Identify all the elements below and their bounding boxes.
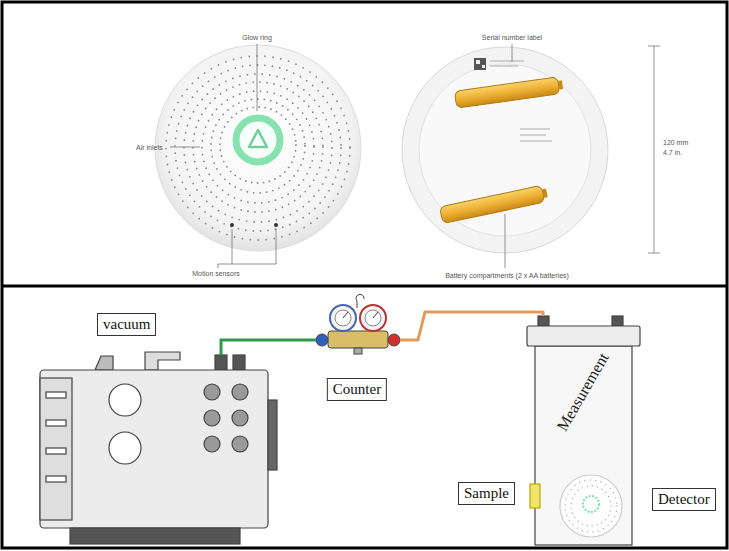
motion-sensor [274, 223, 278, 227]
logo [249, 130, 267, 147]
fine-print [520, 134, 546, 136]
motion-sensor [230, 223, 234, 227]
fine-print [520, 140, 552, 142]
hose-connector [404, 312, 543, 340]
detector-label: Detector [652, 488, 716, 511]
part-label: Motion sensors [192, 269, 239, 278]
monitor-disc [155, 45, 361, 251]
fine-print [520, 128, 550, 130]
part-label: 4.7 in. [663, 148, 682, 157]
fine-print [490, 65, 518, 67]
vacuum-pump-drawing [40, 352, 277, 544]
part-label: 120 mm [663, 138, 688, 147]
back-inner [419, 64, 591, 236]
hose [400, 339, 404, 342]
hose-connector [275, 339, 310, 342]
chamber-drawing [527, 316, 640, 545]
dimension-line [648, 46, 660, 253]
aa-battery [439, 185, 548, 224]
sample-label: Sample [458, 482, 515, 505]
serial-code [474, 58, 486, 70]
leader-lines [170, 44, 512, 268]
monitor-front [155, 45, 361, 251]
air-inlet-dots [166, 56, 350, 240]
aa-battery [454, 76, 563, 108]
hose [310, 339, 316, 342]
part-label: Serial number label [482, 33, 542, 42]
part-label: Battery compartments (2 x AA batteries) [445, 271, 569, 280]
part-label: vacuum [97, 313, 156, 336]
part-label: Glow ring [242, 33, 272, 42]
fine-print [490, 60, 524, 62]
vacuum-pump: vacuum [35, 305, 275, 548]
hose [221, 340, 275, 355]
manifold-gauge: Counter [310, 296, 404, 406]
part-label: Air inlets [136, 143, 163, 152]
serial-code [476, 60, 480, 64]
serial-code [482, 65, 485, 68]
panel-divider [2, 285, 727, 288]
manifold-gauge-drawing [316, 294, 400, 354]
measurement-chamber: Measurement [527, 316, 640, 547]
chamber-label: Measurement [553, 350, 612, 434]
glow-ring [236, 118, 280, 162]
ring-backing [231, 113, 285, 167]
part-label: Sample [464, 485, 509, 501]
part-label: Counter [327, 378, 387, 401]
part-label: Detector [658, 491, 710, 507]
